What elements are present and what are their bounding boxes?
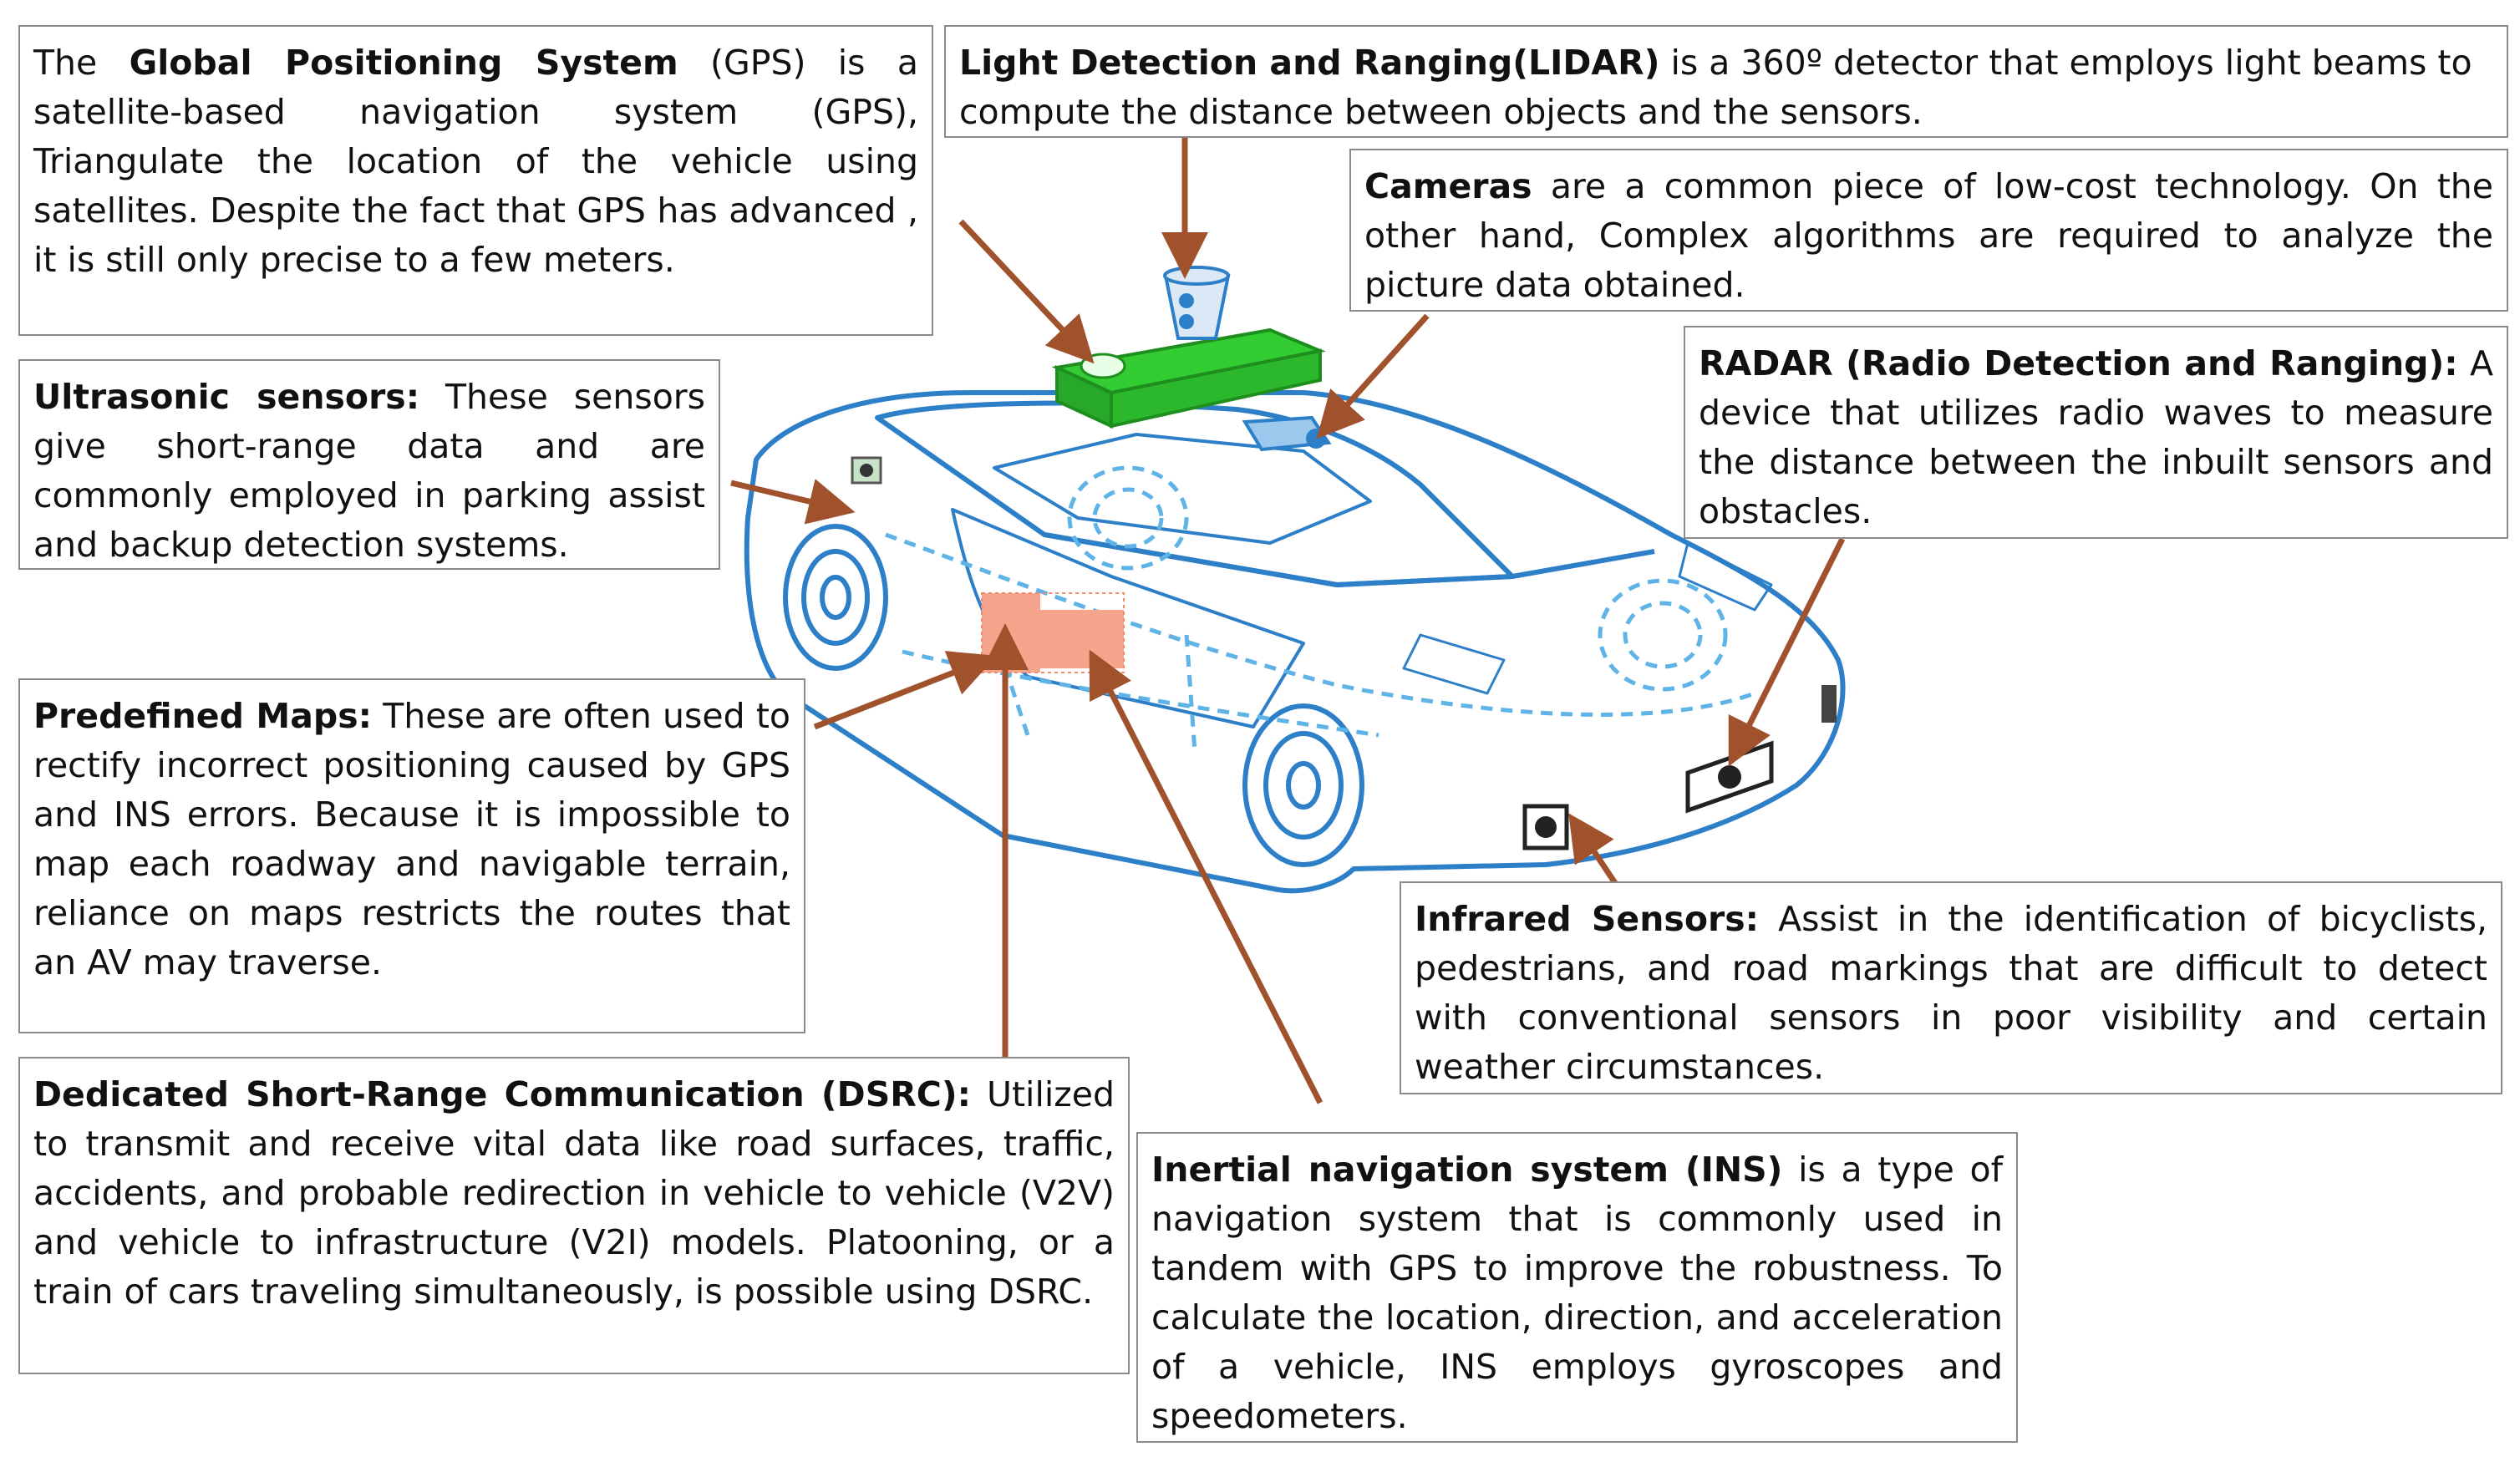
ins-block bbox=[981, 592, 1125, 673]
radar-arrow bbox=[1728, 537, 1846, 767]
infrared-callout: Infrared Sensors: Assist in the identifi… bbox=[1400, 881, 2502, 1094]
arrows bbox=[730, 135, 1846, 1104]
ins-title: Inertial navigation system (INS) bbox=[1151, 1150, 1783, 1190]
infrared-sensor bbox=[1522, 804, 1569, 850]
ins-arrow bbox=[1089, 649, 1324, 1104]
roof-camera bbox=[1242, 415, 1332, 452]
infrared-title: Infrared Sensors: bbox=[1415, 899, 1760, 939]
gps-arrow bbox=[958, 219, 1095, 364]
cameras-callout: Cameras are a common piece of low-cost t… bbox=[1349, 149, 2508, 312]
cameras-title: Cameras bbox=[1364, 166, 1532, 206]
dsrc-title: Dedicated Short-Range Communication (DSR… bbox=[33, 1074, 972, 1114]
gps-callout: The Global Positioning System (GPS) is a… bbox=[18, 25, 933, 336]
ultrasonic-title: Ultrasonic sensors: bbox=[33, 377, 420, 417]
maps-callout: Predefined Maps: These are often used to… bbox=[18, 678, 805, 1033]
dsrc-callout: Dedicated Short-Range Communication (DSR… bbox=[18, 1057, 1130, 1374]
gps-title: Global Positioning System bbox=[129, 43, 678, 83]
lidar-unit bbox=[1051, 266, 1326, 429]
rear-wheel bbox=[1242, 703, 1364, 867]
maps-arrow bbox=[813, 651, 998, 730]
front-left-wheel bbox=[783, 524, 888, 671]
camera-arrow bbox=[1316, 313, 1430, 439]
ultrasonic-arrow bbox=[730, 479, 856, 525]
maps-title: Predefined Maps: bbox=[33, 696, 373, 736]
ultrasonic-callout: Ultrasonic sensors: These sensors give s… bbox=[18, 359, 720, 570]
radar-callout: RADAR (Radio Detection and Ranging): A d… bbox=[1684, 326, 2508, 539]
radar-title: RADAR (Radio Detection and Ranging): bbox=[1699, 343, 2458, 383]
lidar-callout: Light Detection and Ranging(LIDAR) is a … bbox=[944, 25, 2508, 138]
lidar-title: Light Detection and Ranging(LIDAR) bbox=[959, 43, 1660, 83]
ins-callout: Inertial navigation system (INS) is a ty… bbox=[1136, 1132, 2018, 1443]
car-body bbox=[744, 390, 1846, 894]
